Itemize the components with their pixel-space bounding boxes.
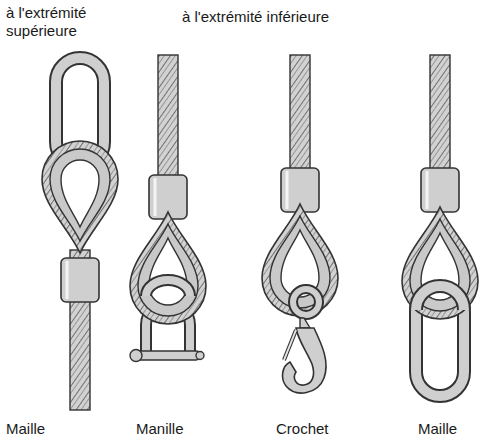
end-heading: à l'extrémité supérieure (6, 4, 116, 40)
end-heading: à l'extrémité inférieure (182, 8, 402, 26)
link-termination (402, 55, 478, 396)
upper-termination (42, 58, 118, 410)
part-name: Maille (6, 420, 86, 438)
shackle-termination (130, 55, 206, 362)
part-name: Manille (136, 420, 216, 438)
part-name: Maille (418, 420, 488, 438)
hook-termination (262, 55, 338, 393)
part-name: Crochet (276, 420, 356, 438)
